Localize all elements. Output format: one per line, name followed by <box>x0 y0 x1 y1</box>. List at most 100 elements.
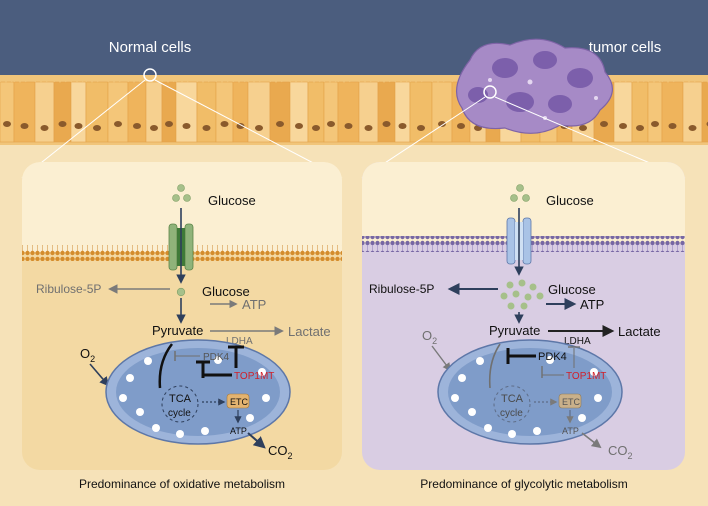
cell-nucleus <box>651 121 659 127</box>
tca-label: TCA <box>169 393 192 405</box>
atp-label-bottom: ATP <box>230 426 247 436</box>
epithelial-cell <box>54 82 71 142</box>
glucose-molecule <box>517 185 524 192</box>
cell-nucleus <box>276 121 284 127</box>
epithelial-cell <box>108 82 128 142</box>
epithelial-cell <box>270 82 290 142</box>
glucose-molecule <box>177 288 185 296</box>
cell-nucleus <box>327 121 335 127</box>
tumor-cell-cluster <box>457 39 613 133</box>
tca-label: TCA <box>501 393 524 405</box>
epithelial-cell <box>683 82 702 142</box>
glucose-molecule <box>537 293 544 300</box>
glucose-molecule <box>519 280 526 287</box>
cell-nucleus <box>183 123 191 129</box>
epithelial-cell <box>35 82 54 142</box>
epithelial-cell <box>648 82 662 142</box>
glucose-molecule <box>523 195 530 202</box>
top1mt-label: TOP1MT <box>234 371 274 382</box>
epithelial-cell <box>395 82 410 142</box>
epithelial-cell <box>146 82 162 142</box>
cell-nucleus <box>689 125 697 131</box>
cell-nucleus <box>203 125 211 131</box>
epithelial-cell <box>162 82 176 142</box>
pyruvate-label: Pyruvate <box>152 323 203 338</box>
cell-nucleus <box>295 123 303 129</box>
glucose-molecule <box>508 303 515 310</box>
epithelial-cell <box>662 82 683 142</box>
epithelial-cell <box>248 82 270 142</box>
glucose-molecule <box>521 303 528 310</box>
cell-nucleus <box>636 125 644 131</box>
cell-nucleus <box>669 123 677 129</box>
cell-nucleus <box>345 123 353 129</box>
lactate-label: Lactate <box>618 324 661 339</box>
cell-nucleus <box>59 121 67 127</box>
epithelial-cell <box>702 82 708 142</box>
epithelial-cell <box>290 82 308 142</box>
epithelial-cell <box>14 82 35 142</box>
cell-nucleus <box>417 125 425 131</box>
cell-nucleus <box>312 125 320 131</box>
atp-label-top: ATP <box>242 297 266 312</box>
epithelial-cell <box>233 82 248 142</box>
lactate-label: Lactate <box>288 324 331 339</box>
cell-nucleus <box>133 123 141 129</box>
ribulose-label: Ribulose-5P <box>36 282 101 296</box>
tumor-cell-panel: Glucose Ribulose-5P Glucose ATP Pyruvate… <box>362 162 685 491</box>
epithelial-cell <box>338 82 359 142</box>
glucose-molecule <box>501 293 508 300</box>
glucose-molecule <box>507 282 514 289</box>
epithelial-cell <box>432 82 452 142</box>
cell-nucleus <box>75 123 83 129</box>
cell-nucleus <box>457 123 465 129</box>
caption-tumor: Predominance of glycolytic metabolism <box>420 477 627 491</box>
etc-label: ETC <box>230 397 249 407</box>
cell-nucleus <box>41 125 49 131</box>
cell-nucleus <box>150 125 158 131</box>
cell-nucleus <box>21 123 29 129</box>
glucose-molecule <box>530 284 537 291</box>
cell-nucleus <box>114 121 122 127</box>
cell-nucleus <box>3 121 11 127</box>
etc-label: ETC <box>562 397 581 407</box>
epithelial-cell <box>197 82 216 142</box>
epithelial-cell <box>308 82 324 142</box>
glucose-molecule <box>173 195 180 202</box>
normal-cell-panel: Glucose Ribulose-5P Glucose ATP Pyruvate… <box>22 162 342 491</box>
top1mt-label: TOP1MT <box>566 371 606 382</box>
caption-normal: Predominance of oxidative metabolism <box>79 477 285 491</box>
tumor-cells-label: tumor cells <box>589 39 662 56</box>
cell-nucleus <box>165 121 173 127</box>
epithelial-cell <box>359 82 378 142</box>
glucose-molecule <box>184 195 191 202</box>
cell-nucleus <box>255 125 263 131</box>
cell-nucleus <box>399 123 407 129</box>
cell-nucleus <box>221 121 229 127</box>
cell-nucleus <box>600 121 608 127</box>
cycle-label: cycle <box>500 408 523 419</box>
atp-label-bottom: ATP <box>562 426 579 436</box>
cell-nucleus <box>93 125 101 131</box>
epithelial-cell <box>614 82 632 142</box>
epithelial-cell <box>176 82 197 142</box>
epithelial-cell <box>410 82 432 142</box>
epithelial-cell <box>378 82 395 142</box>
cycle-label: cycle <box>168 408 191 419</box>
glucose-molecule <box>513 291 520 298</box>
cell-nucleus <box>579 125 587 131</box>
pyruvate-label: Pyruvate <box>489 323 540 338</box>
epithelial-cell <box>632 82 648 142</box>
atp-label-top: ATP <box>580 297 604 312</box>
epithelial-cell <box>0 82 14 142</box>
glucose-label-top: Glucose <box>546 193 594 208</box>
cell-nucleus <box>383 121 391 127</box>
cell-nucleus <box>619 123 627 129</box>
cell-nucleus <box>365 125 373 131</box>
epithelial-cell <box>216 82 233 142</box>
epithelial-cell <box>324 82 338 142</box>
normal-cells-label: Normal cells <box>109 39 192 56</box>
glucose-molecule <box>525 294 532 301</box>
